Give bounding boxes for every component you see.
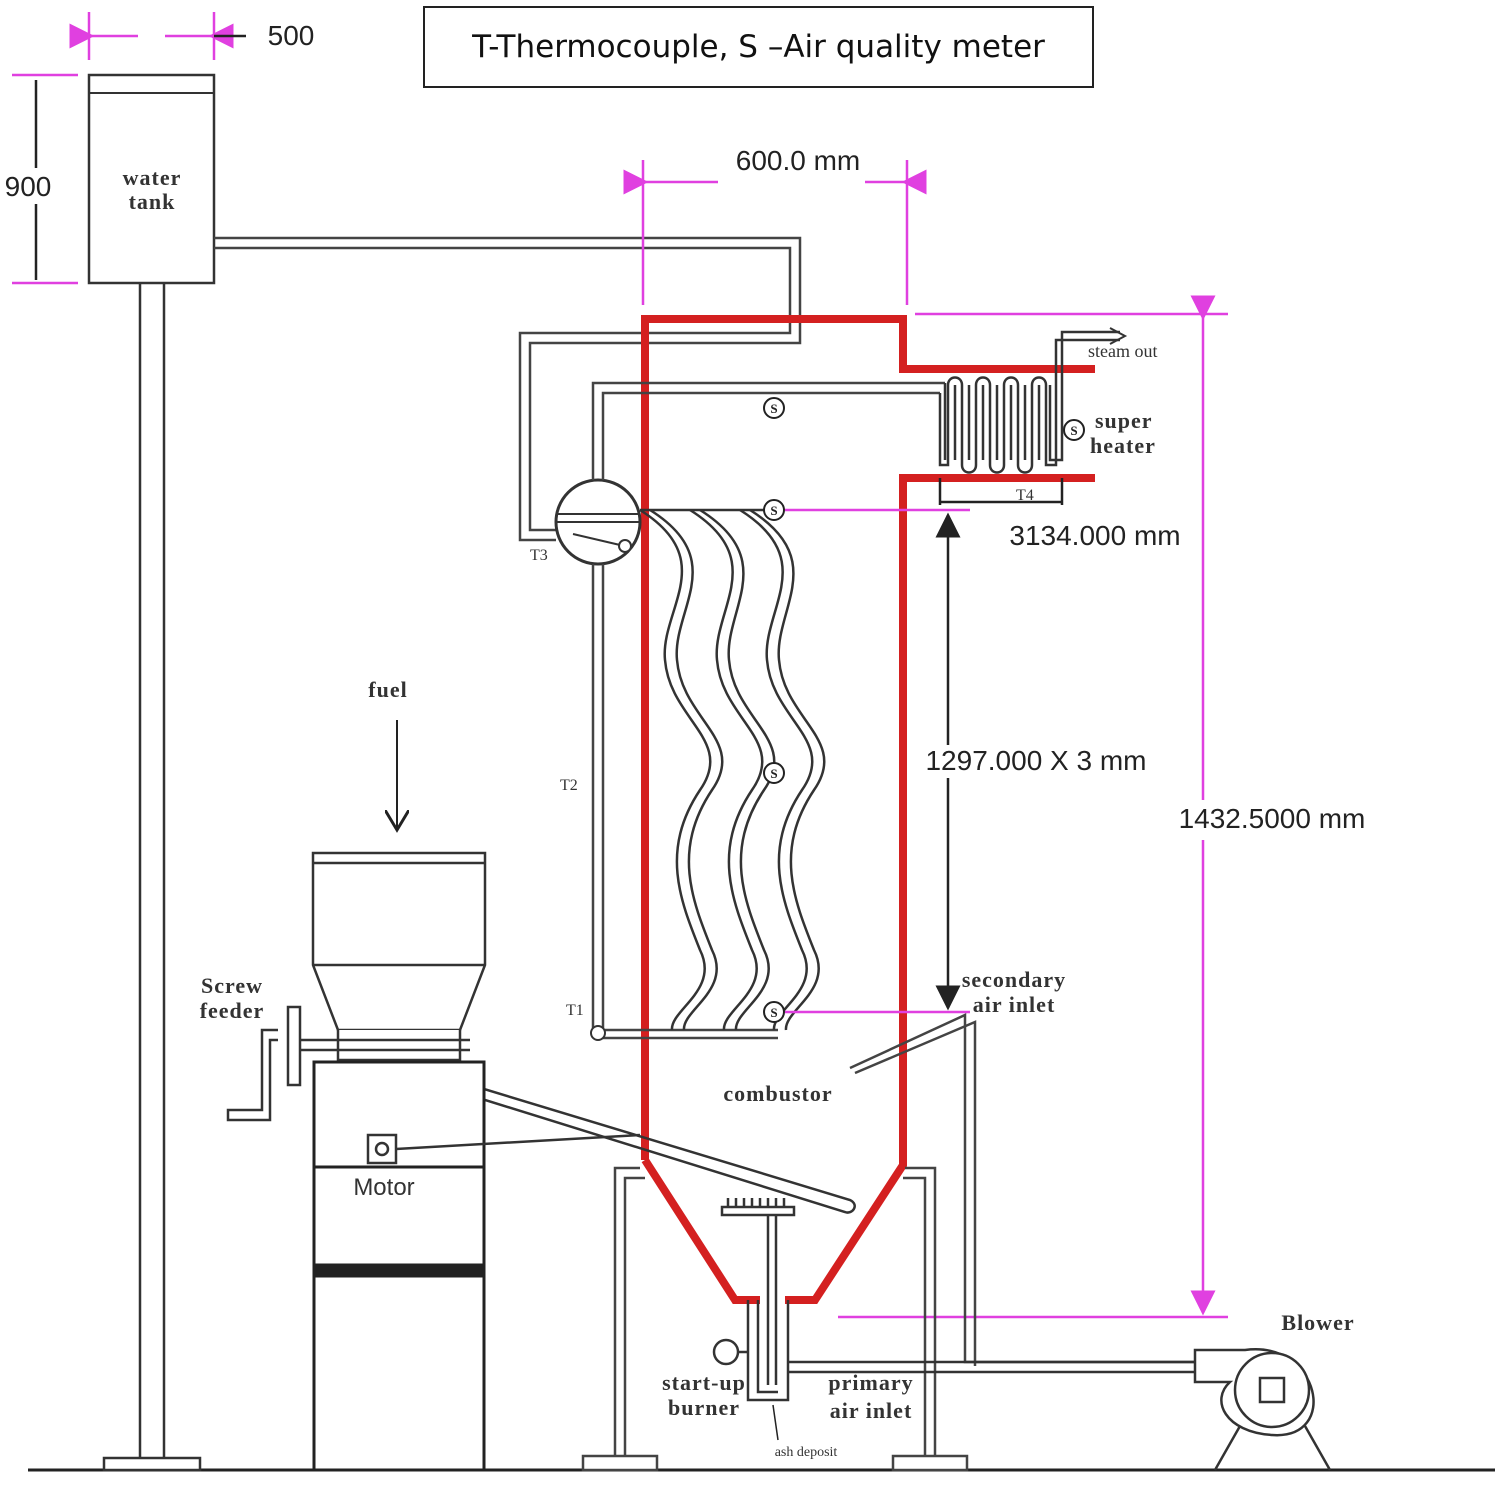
svg-text:S: S — [770, 503, 777, 518]
svg-text:S: S — [770, 766, 777, 781]
thermocouple-t2-label: T2 — [560, 777, 578, 794]
water-feed-pipe — [214, 236, 802, 542]
water-tank: water tank — [87, 73, 216, 285]
total-height-dimension — [838, 295, 1228, 1319]
startup-burner — [712, 1198, 1195, 1402]
tank-dimension — [12, 12, 246, 285]
legend-text: T-Thermocouple, S –Air quality meter — [472, 29, 1045, 65]
steam-riser-pipe — [591, 381, 945, 480]
tank-stand — [102, 283, 202, 1472]
combustor-label: combustor — [723, 1081, 832, 1106]
tank-height-label: 900 — [5, 171, 52, 202]
downcomer-pipe — [591, 564, 778, 1040]
riser-width-label: 600.0 mm — [736, 145, 861, 176]
steam-drum — [554, 478, 642, 566]
superheater-dimension-label: 3134.000 mm — [1009, 520, 1180, 551]
total-height-label: 1432.5000 mm — [1179, 803, 1366, 834]
riser-dimension — [623, 160, 927, 305]
steam-out-label: steam out — [1088, 341, 1158, 361]
blower-label: Blower — [1281, 1310, 1354, 1335]
svg-text:S: S — [770, 1005, 777, 1020]
air-quality-sensors: S S S S S — [763, 397, 1085, 1023]
super-heater-label-1: super — [1095, 408, 1153, 433]
sensor-s-upper: S — [763, 499, 785, 521]
steam-out-arrow — [1109, 327, 1128, 345]
screw-feeder-label-1: Screw — [201, 973, 263, 998]
tube-dimension — [785, 508, 970, 1014]
svg-text:S: S — [770, 401, 777, 416]
water-tank-label-2: tank — [129, 189, 176, 214]
water-wall-tubes — [639, 508, 826, 1031]
screw-feeder-label-2: feeder — [200, 998, 265, 1023]
super-heater-label-2: heater — [1090, 433, 1156, 458]
thermocouple-t3-label: T3 — [530, 547, 548, 564]
primary-air-label-1: primary — [828, 1370, 913, 1395]
sensor-s-lower: S — [763, 1001, 785, 1023]
t1-junction — [590, 1025, 606, 1041]
startup-burner-label-2: burner — [668, 1395, 740, 1420]
secondary-air-label-2: air inlet — [973, 992, 1056, 1017]
primary-air-label-2: air inlet — [830, 1398, 913, 1423]
t4-bracket — [938, 478, 1064, 505]
blower — [1193, 1348, 1332, 1471]
svg-text:S: S — [1070, 423, 1077, 438]
ash-deposit-pointer — [772, 1404, 779, 1441]
secondary-air-label-1: secondary — [962, 967, 1066, 992]
thermocouple-t4-label: T4 — [1016, 487, 1034, 504]
thermocouple-t1-label: T1 — [566, 1002, 584, 1019]
sensor-s-superheater: S — [1063, 419, 1085, 441]
legend-box: T-Thermocouple, S –Air quality meter — [423, 6, 1094, 88]
sensor-s-top: S — [763, 397, 785, 419]
sensor-s-middle: S — [763, 762, 785, 784]
ash-deposit-label: ash deposit — [775, 1445, 838, 1460]
fuel-label: fuel — [368, 677, 407, 702]
super-heater-coil — [938, 330, 1120, 474]
screw-feeder — [226, 1005, 856, 1214]
tube-dimension-label: 1297.000 X 3 mm — [925, 745, 1146, 776]
motor — [366, 1133, 641, 1165]
tank-width-label: 500 — [268, 20, 315, 51]
water-tank-label-1: water — [123, 165, 182, 190]
motor-label: Motor — [353, 1174, 414, 1201]
feeder-cabinet — [312, 1060, 486, 1472]
fuel-hopper — [311, 851, 487, 1062]
startup-burner-label-1: start-up — [662, 1370, 746, 1395]
combustor-walls — [641, 315, 1095, 1304]
